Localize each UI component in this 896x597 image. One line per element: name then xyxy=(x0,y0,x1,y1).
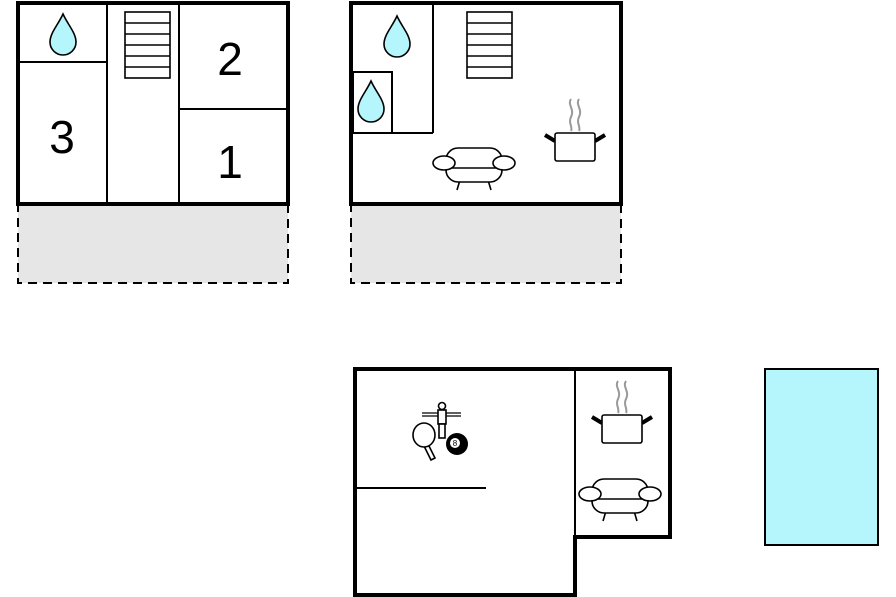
terrace-area xyxy=(17,203,289,284)
billiard-ball-icon: 8 xyxy=(446,433,468,455)
swimming-pool xyxy=(764,368,879,546)
water-drop-icon xyxy=(49,13,77,56)
upper-floor-plan: 3 2 1 xyxy=(16,1,290,284)
ping-pong-icon xyxy=(412,422,437,462)
terrace-area xyxy=(350,203,622,284)
room-label-2: 2 xyxy=(217,33,243,85)
table-football-icon xyxy=(422,401,461,439)
cooking-pot-icon xyxy=(543,97,607,163)
stairs-icon xyxy=(466,11,513,79)
ground-floor-plan xyxy=(349,1,623,284)
stairs-icon xyxy=(124,11,171,79)
annex-plan: 8 xyxy=(353,367,672,597)
water-drop-icon xyxy=(357,80,385,123)
sofa-icon xyxy=(432,147,516,191)
sofa-icon xyxy=(578,478,662,522)
billiard-ball-number: 8 xyxy=(453,439,458,448)
room-label-3: 3 xyxy=(49,111,75,163)
cooking-pot-icon xyxy=(590,379,654,445)
outer-wall xyxy=(16,1,290,206)
water-drop-icon xyxy=(383,15,411,58)
room-label-1: 1 xyxy=(217,136,243,188)
outer-wall xyxy=(349,1,623,206)
